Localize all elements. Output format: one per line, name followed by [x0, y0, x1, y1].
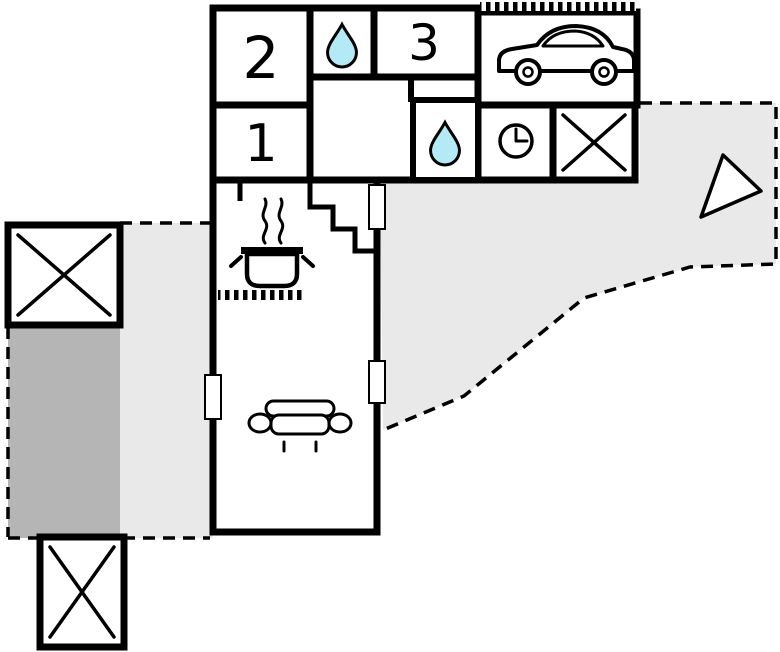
car-icon [497, 24, 636, 86]
right-terrace-area [380, 103, 776, 430]
room-label-1: 1 [244, 114, 277, 174]
cooking-pot-icon [229, 197, 315, 289]
carport-door-hatch [480, 2, 636, 11]
window-marker-left [204, 374, 222, 420]
left-terrace-strip [120, 223, 213, 538]
kitchen-hatch [218, 290, 302, 300]
clock-icon [498, 123, 534, 159]
room-label-3: 3 [408, 14, 440, 72]
crossed-box-icon [16, 233, 112, 317]
stairs-steps [307, 183, 377, 254]
openings [204, 184, 386, 420]
arrow-icon [699, 153, 763, 219]
left-dark-terrace [8, 325, 120, 538]
room-label-2: 2 [243, 24, 280, 92]
window-marker-right-lower [368, 360, 386, 404]
right-terrace-dashed-outline [382, 101, 778, 432]
water-drop-icon [326, 21, 358, 69]
dashed-boundaries [6, 101, 778, 540]
crossed-box-icon [561, 113, 627, 172]
interior-details [237, 77, 414, 254]
door-marker-right-upper [368, 184, 386, 230]
sofa-icon [247, 399, 353, 453]
room-bathroom-middle [410, 97, 481, 183]
hatch-strips [218, 2, 636, 300]
crossed-box-icon [48, 545, 116, 639]
water-drop-icon [429, 119, 461, 167]
room-living [209, 176, 381, 536]
outdoor-areas [8, 103, 776, 538]
room-labels: 2 1 3 [243, 14, 440, 174]
